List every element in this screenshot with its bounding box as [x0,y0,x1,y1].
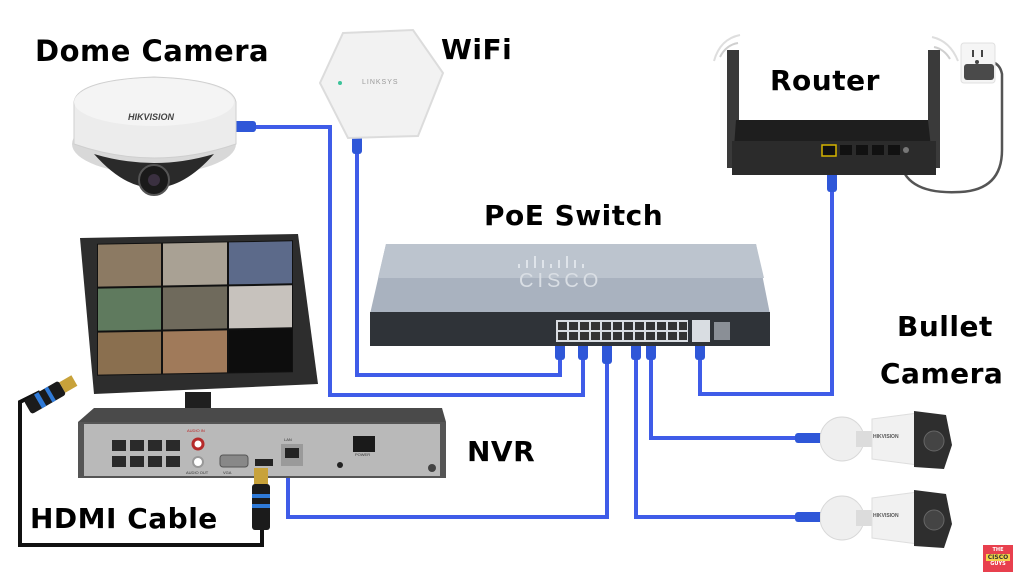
monitor [80,234,318,422]
label-wifi: WiFi [441,33,513,66]
dome-camera-brand: HIKVISION [128,112,175,122]
hdmi-plug-nvr [252,468,270,530]
dome-camera [72,76,237,196]
label-bullet-camera-line2: Camera [880,357,1004,390]
poe-switch [370,244,770,346]
plug-bullet-2 [795,512,823,522]
watermark-logo: THE CISCO GUYS [983,545,1013,572]
bullet-camera-1-brand: HIKVISION [873,434,899,440]
label-nvr: NVR [467,435,536,468]
nvr-cable [286,345,609,519]
nvr-port-audio-in: AUDIO IN [187,428,205,433]
watermark-line1: THE [992,547,1004,553]
watermark-line2: CISCO [986,554,1010,561]
nvr-port-vga: VGA [223,470,232,475]
label-dome-camera: Dome Camera [35,34,270,68]
nvr-poe-ports [112,440,180,467]
hdmi-plug-monitor [24,375,78,414]
nvr-port-lan: LAN [284,437,292,442]
dome-camera-cable [255,125,585,397]
plug-dome [232,121,256,132]
cisco-logo-bars [518,256,584,268]
wifi-brand: LINKSYS [362,79,399,86]
label-hdmi-cable: HDMI Cable [30,502,218,535]
label-router: Router [770,64,880,97]
switch-brand: CISCO [519,270,603,292]
nvr-port-power: POWER [355,452,371,457]
bullet-camera-2-brand: HIKVISION [873,513,899,519]
nvr-port-audio-out: AUDIO OUT [186,470,209,475]
router-cable [698,175,834,396]
watermark-line3: GUYS [990,561,1006,567]
router [713,34,959,175]
bullet-camera-2-cable [634,345,800,519]
power-outlet [960,42,996,84]
label-poe-switch: PoE Switch [484,199,664,232]
plug-bullet-1 [795,433,823,443]
wifi-access-point [318,28,445,140]
router-power-cord [898,60,1004,194]
label-bullet-camera-line1: Bullet [897,310,993,343]
bullet-camera-1 [820,411,952,469]
bullet-camera-1-cable [649,345,800,440]
nvr [78,408,446,478]
bullet-camera-2 [820,490,952,548]
